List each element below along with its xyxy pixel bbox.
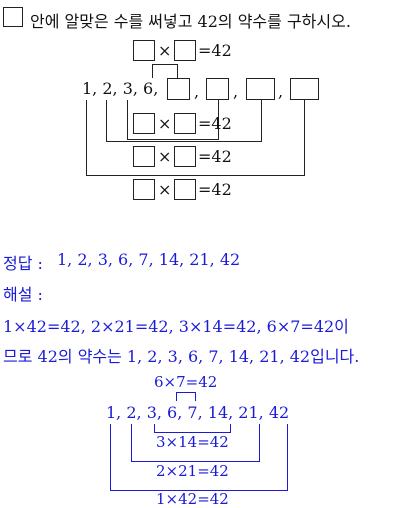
- times-sign: ×: [158, 114, 172, 133]
- pair-1x42: 1×42=42: [156, 490, 229, 508]
- comma: ,: [194, 82, 200, 101]
- blank-box[interactable]: [133, 113, 155, 134]
- sequence-numbers: 1, 2, 3, 6,: [82, 79, 159, 98]
- blank-box[interactable]: [174, 179, 196, 200]
- pair-6x7: 6×7=42: [154, 373, 218, 391]
- question-text: 안에 알맞은 수를 써넣고 42의 약수를 구하시오.: [30, 12, 351, 31]
- explanation-label: 해설 :: [3, 285, 43, 304]
- blank-box[interactable]: [174, 40, 196, 61]
- explanation-line-2: 므로 42의 약수는 1, 2, 3, 6, 7, 14, 21, 42입니다.: [3, 347, 360, 366]
- equals-42: =42: [198, 180, 232, 199]
- equals-42: =42: [198, 114, 232, 133]
- times-sign: ×: [158, 41, 172, 60]
- answer-checkbox[interactable]: [3, 7, 23, 27]
- equals-42: =42: [198, 147, 232, 166]
- comma: ,: [233, 82, 239, 101]
- blank-box[interactable]: [133, 146, 155, 167]
- times-sign: ×: [158, 147, 172, 166]
- pair-2x21: 2×21=42: [156, 462, 229, 480]
- comma: ,: [278, 82, 284, 101]
- divisor-sequence: 1, 2, 3, 6, 7, 14, 21, 42: [106, 403, 290, 422]
- pair-3x14: 3×14=42: [156, 433, 229, 451]
- explanation-line-1: 1×42=42, 2×21=42, 3×14=42, 6×7=42이: [3, 317, 349, 336]
- equals-42: =42: [198, 41, 232, 60]
- answer-values: 1, 2, 3, 6, 7, 14, 21, 42: [57, 250, 241, 269]
- blank-box[interactable]: [206, 78, 229, 100]
- blank-box[interactable]: [167, 78, 190, 100]
- answer-label: 정답 :: [3, 254, 43, 273]
- blank-box[interactable]: [290, 78, 319, 100]
- blank-box[interactable]: [133, 40, 155, 61]
- blank-box[interactable]: [246, 78, 275, 100]
- blank-box[interactable]: [133, 179, 155, 200]
- blank-box[interactable]: [174, 146, 196, 167]
- times-sign: ×: [158, 180, 172, 199]
- blank-box[interactable]: [174, 113, 196, 134]
